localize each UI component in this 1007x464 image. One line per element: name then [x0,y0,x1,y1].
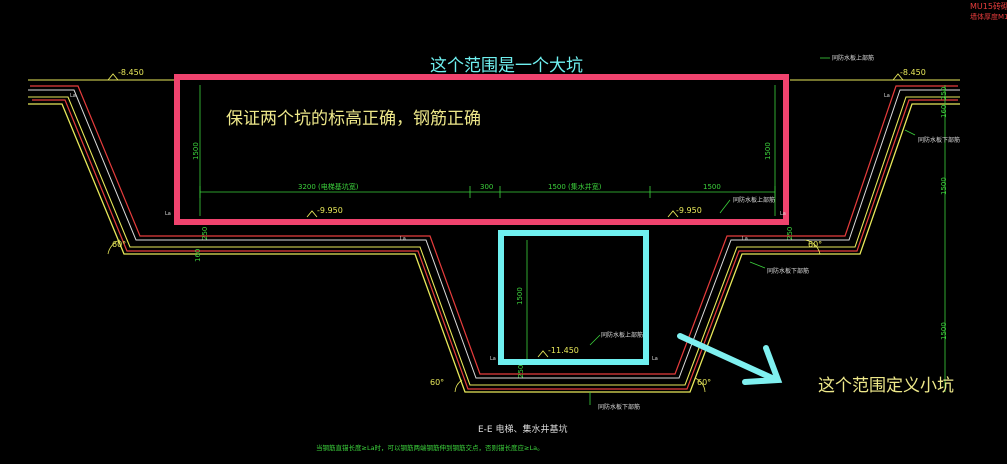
pit-outline-group [28,79,960,393]
angle-label: 60° [112,240,126,249]
dim-seg-b: 300 [480,183,493,191]
dim-h-left: 1500 [192,142,200,160]
rebar-note: 同防水板下部筋 [598,403,640,411]
arrow-icon [677,333,783,385]
angle-arc [804,239,821,255]
elevation-marker [667,210,679,218]
elevation-top-right: -8.450 [900,68,926,77]
leader-line [749,261,766,269]
big-pit-frame [174,74,789,225]
elevation-marker [892,73,904,81]
elevation-mid-right: -9.950 [676,206,702,215]
dim-t-250-a: 250 [201,227,209,240]
rebar-note: 同防水板上部筋 [832,54,874,62]
dim-h-right: 1500 [764,142,772,160]
elevation-marker [306,210,318,218]
arrow-shaft [677,333,775,381]
big-pit-note: 这个范围是一个大坑 [430,56,583,76]
elevation-note: 保证两个坑的标高正确，钢筋正确 [226,109,481,129]
rebar-note: 同防水板下部筋 [767,267,809,275]
angle-arcs [107,239,821,393]
rebar-line-top [30,85,958,375]
la-mark: La [742,236,748,242]
leader-line [719,199,731,214]
dim-seg-a: 3200 (电梯基坑宽) [298,182,359,191]
dim-t-250-b: 250 [517,365,525,378]
pit-outline-outer [28,103,960,393]
elevation-marker [537,350,549,358]
elevation-bottom: -11.450 [548,346,579,355]
angle-arc [454,379,463,393]
elevation-marker-group [107,73,904,358]
rebar-note: 同防水板下部筋 [918,136,960,144]
dim-h-small: 1500 [516,287,524,305]
la-mark: La [884,93,890,99]
dim-t-160: 160 [194,249,202,262]
dim-side-250: 250 [940,87,948,100]
angle-label: 60° [430,378,444,387]
la-mark: La [652,356,658,362]
dim-seg-d: 1500 [703,183,721,191]
angle-arc [107,239,121,255]
la-mark: La [780,211,786,217]
rebar-note: 同防水板上部筋 [733,196,775,204]
leader-line [589,334,601,346]
rebar-line-bottom [32,99,958,390]
corner-label-line1: MU15砖砌体 [970,1,1007,11]
small-pit-note: 这个范围定义小坑 [818,376,954,396]
angle-label: 60° [808,240,822,249]
leader-line [904,129,916,136]
angle-arc [694,377,706,393]
la-mark: La [165,211,171,217]
dimension-lines [199,57,946,405]
dim-t-250-c: 250 [786,227,794,240]
arrow-head [742,345,783,385]
elevation-mid-left: -9.950 [317,206,343,215]
pit-outline-middle [28,96,960,386]
angle-label: 60° [697,378,711,387]
elevation-top-left: -8.450 [118,68,144,77]
dim-side-160: 160 [940,105,948,118]
la-mark: La [70,93,76,99]
dim-side-1500-b: 1500 [940,322,948,340]
dim-seg-c: 1500 (集水井宽) [548,182,602,191]
section-note: 当钢筋直锚长度≥La时，可以钢筋两端钢筋伸到钢筋交点，否则锚长度应≥La。 [316,443,544,452]
rebar-note: 同防水板上部筋 [601,331,643,339]
la-mark: La [490,356,496,362]
elevation-marker [107,73,119,81]
la-mark: La [400,236,406,242]
section-title: E-E 电梯、集水井基坑 [478,423,567,435]
small-pit-frame [498,230,649,365]
pit-outline-inner [28,89,960,379]
dim-side-1500-a: 1500 [940,177,948,195]
corner-label-line2: 墙体厚度M12 [970,12,1007,21]
